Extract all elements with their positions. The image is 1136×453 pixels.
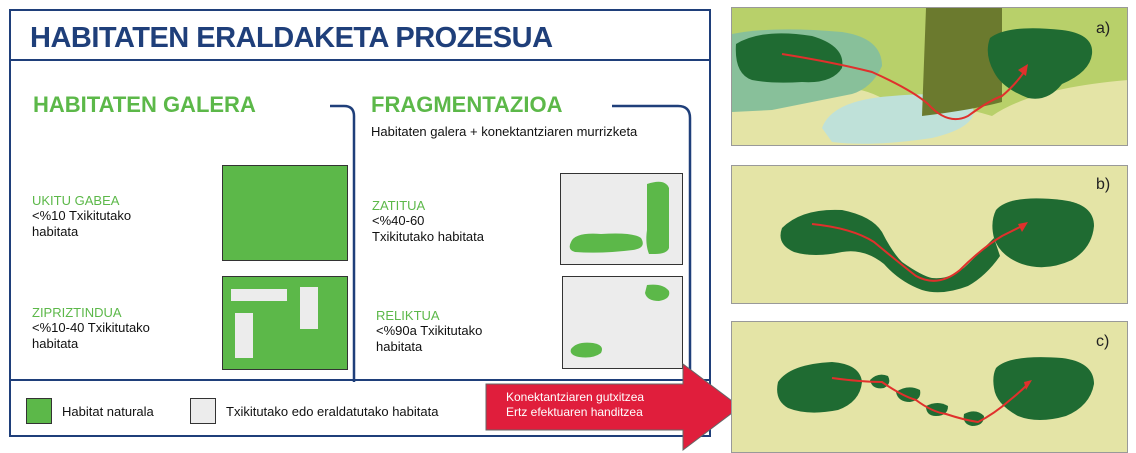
panel-c <box>731 321 1128 453</box>
relict-description: RELIKTUA <%90a Txikitutako habitata <box>376 308 482 355</box>
natural-habitat-swatch <box>26 398 52 424</box>
fragmentation-subtitle: Habitaten galera + konektantziaren murri… <box>371 124 638 139</box>
section-bracket-lines <box>330 104 692 382</box>
spotted-habitat-box <box>222 276 348 370</box>
untouched-description: UKITU GABEA <%10 Txikitutako habitata <box>32 193 131 240</box>
arrow-text-line2: Ertz efektuaren handitzea <box>506 405 643 419</box>
spotted-patch <box>235 313 253 358</box>
red-arrow-icon <box>485 362 741 452</box>
diagram-frame <box>9 9 711 437</box>
untouched-desc-line1: <%10 Txikitutako <box>32 208 132 223</box>
spotted-description: ZIPRIZTINDUA <%10-40 Txikitutako habitat… <box>32 305 150 352</box>
title-divider <box>9 59 711 61</box>
fragmented-habitat-box <box>560 173 683 265</box>
untouched-desc-line2: habitata <box>32 224 79 239</box>
legend-natural-label: Habitat naturala <box>62 404 154 419</box>
relict-desc-line1: <%90a Txikitutako <box>376 323 483 338</box>
fragmented-desc-line1: <%40-60 <box>372 213 425 228</box>
fragmentation-title: FRAGMENTAZIOA <box>371 92 563 117</box>
spotted-patch <box>231 289 287 301</box>
panel-a <box>731 7 1128 146</box>
spotted-desc-line1: <%10-40 Txikitutako <box>32 320 150 335</box>
spotted-patch <box>300 287 318 329</box>
legend-divider <box>9 379 711 381</box>
relict-label: RELIKTUA <box>376 308 440 323</box>
panel-c-landscape <box>732 322 1127 452</box>
panel-b-label: b) <box>1096 176 1111 193</box>
panel-c-label: c) <box>1096 333 1110 350</box>
panel-b <box>731 165 1128 304</box>
frame-top-border <box>9 9 711 11</box>
fragmented-description: ZATITUA <%40-60 Txikitutako habitata <box>372 198 484 245</box>
relict-habitat-box <box>562 276 683 369</box>
panel-a-landscape <box>732 8 1127 145</box>
page-title: HABITATEN ERALDAKETA PROZESUA <box>30 22 553 54</box>
untouched-label: UKITU GABEA <box>32 193 120 208</box>
arrow-text-line1: Konektantziaren gutxitzea <box>506 390 645 404</box>
legend-reduced-label: Txikitutako edo eraldatutako habitata <box>226 404 439 419</box>
reduced-habitat-swatch <box>190 398 216 424</box>
habitat-loss-title: HABITATEN GALERA <box>33 92 256 117</box>
spotted-label: ZIPRIZTINDUA <box>32 305 122 320</box>
panel-a-label: a) <box>1096 20 1111 37</box>
fragmented-patches <box>569 181 669 254</box>
panel-b-landscape <box>732 166 1127 303</box>
fragmented-label: ZATITUA <box>372 198 426 213</box>
spotted-desc-line2: habitata <box>32 336 79 351</box>
fragmented-desc-line2: Txikitutako habitata <box>372 229 485 244</box>
untouched-habitat-box <box>222 165 348 261</box>
arrow-caption: Konektantziaren gutxitzea Ertz efektuare… <box>506 390 644 420</box>
relict-desc-line2: habitata <box>376 339 423 354</box>
relict-patches <box>570 284 670 358</box>
